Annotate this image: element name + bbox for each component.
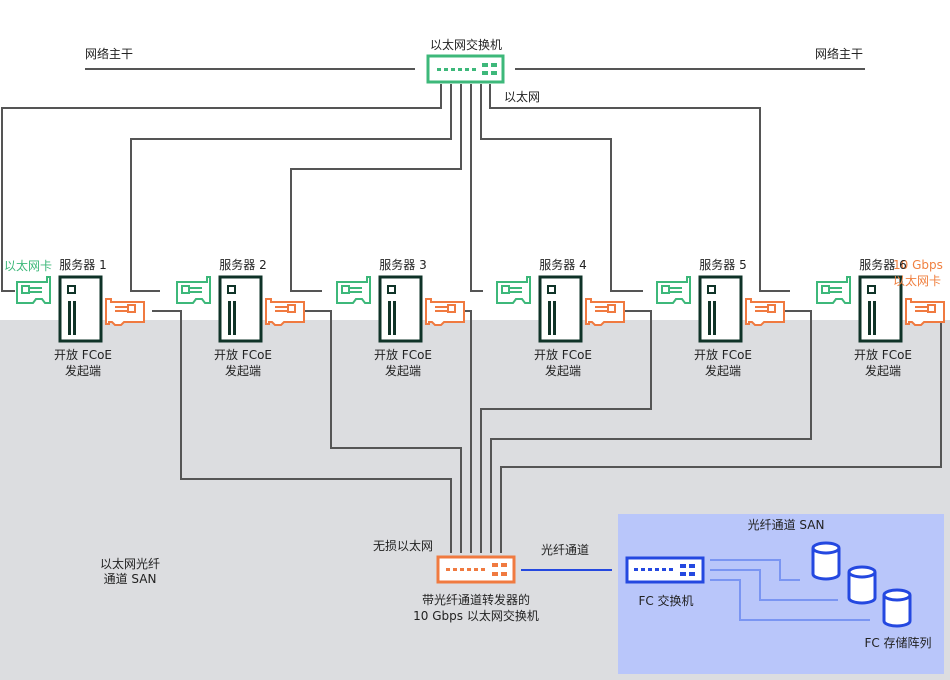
server-role-line2: 发起端 — [864, 364, 902, 378]
ethernet-nic-icon — [496, 276, 531, 304]
eth-link-server-5 — [480, 84, 643, 292]
eth-link-server-1 — [1, 84, 442, 292]
ten-g-nic-icon — [105, 298, 145, 326]
server-icon — [698, 275, 743, 343]
server-label: 服务器 1 — [59, 258, 107, 272]
nic-label: 以太网卡 — [4, 259, 53, 273]
ethernet-links — [1, 68, 942, 553]
fcoe-link-server-4 — [480, 310, 652, 553]
fc-storage-link-1 — [710, 559, 800, 581]
server-role-line2: 发起端 — [224, 364, 262, 378]
server-role-line2: 发起端 — [384, 364, 422, 378]
fc-storage-link-3 — [710, 579, 870, 621]
fcoe-san-label-line1: 以太网光纤 — [99, 557, 161, 571]
ethernet-nic-icon — [16, 276, 51, 304]
ethernet-label: 以太网 — [504, 90, 541, 104]
fc-link-label: 光纤通道 — [541, 543, 590, 557]
server-label: 服务器 2 — [219, 258, 267, 272]
server-role-line1: 开放 FCoE — [853, 348, 913, 362]
server-5 — [656, 275, 785, 343]
server-icon — [58, 275, 103, 343]
fc-switch-label: FC 交换机 — [638, 594, 694, 608]
ten-g-nic-icon — [425, 298, 465, 326]
eth-link-server-4 — [470, 84, 483, 292]
ten-g-nic-label-line2: 以太网卡 — [893, 274, 942, 288]
ethernet-nic-icon — [336, 276, 371, 304]
ten-g-nic-icon — [585, 298, 625, 326]
fcoe-link-server-5 — [490, 310, 812, 553]
server-role-line1: 开放 FCoE — [53, 348, 113, 362]
server-3 — [336, 275, 465, 343]
ten-g-nic-icon — [905, 298, 945, 326]
fc-switch-icon — [625, 556, 705, 584]
ethernet-nic-icon — [816, 276, 851, 304]
server-6 — [816, 275, 945, 343]
fc-storage-label: FC 存储阵列 — [864, 636, 932, 650]
fcoe-link-server-2 — [302, 310, 462, 553]
ethernet-nic-icon — [656, 276, 691, 304]
fcoe-link-server-1 — [152, 310, 452, 553]
backbone-right-label: 网络主干 — [815, 47, 864, 61]
fcf-switch-label-line1: 带光纤通道转发器的 — [421, 593, 531, 607]
fcf-switch-label-line2: 10 Gbps 以太网交换机 — [413, 609, 539, 623]
server-4 — [496, 275, 625, 343]
ten-g-nic-icon — [265, 298, 305, 326]
server-icon — [858, 275, 903, 343]
server-icon — [538, 275, 583, 343]
server-role-line1: 开放 FCoE — [533, 348, 593, 362]
server-role-line2: 发起端 — [544, 364, 582, 378]
server-label: 服务器 4 — [539, 258, 587, 272]
server-icon — [218, 275, 263, 343]
eth-link-server-2 — [130, 84, 452, 292]
server-role-line1: 开放 FCoE — [213, 348, 273, 362]
server-role-line2: 发起端 — [704, 364, 742, 378]
eth-link-server-6 — [489, 84, 790, 292]
ten-g-nic-icon — [745, 298, 785, 326]
server-2 — [176, 275, 305, 343]
ethernet-switch-icon — [426, 54, 505, 84]
ten-g-nic-label-line1: 10 Gbps — [893, 258, 943, 272]
server-role-line1: 开放 FCoE — [373, 348, 433, 362]
storage-array-icon — [811, 541, 841, 581]
server-role-line1: 开放 FCoE — [693, 348, 753, 362]
server-role-line2: 发起端 — [64, 364, 102, 378]
fc-storage-link-2 — [710, 569, 838, 601]
fc-storage-links — [710, 559, 870, 621]
server-label: 服务器 5 — [699, 258, 747, 272]
ethernet-switch-label: 以太网交换机 — [429, 38, 503, 52]
fcoe-san-label-line2: 通道 SAN — [103, 572, 157, 586]
lossless-ethernet-label: 无损以太网 — [373, 539, 434, 553]
fc-san-title: 光纤通道 SAN — [747, 518, 825, 532]
server-icon — [378, 275, 423, 343]
server-label: 服务器 3 — [379, 258, 427, 272]
storage-array-icon — [882, 588, 912, 628]
server-label: 服务器 6 — [859, 258, 907, 272]
fcf-switch-icon — [436, 555, 516, 584]
server-1 — [16, 275, 145, 343]
storage-array-icon — [847, 565, 877, 605]
ethernet-nic-icon — [176, 276, 211, 304]
backbone-left-label: 网络主干 — [85, 47, 134, 61]
eth-link-server-3 — [290, 84, 462, 292]
